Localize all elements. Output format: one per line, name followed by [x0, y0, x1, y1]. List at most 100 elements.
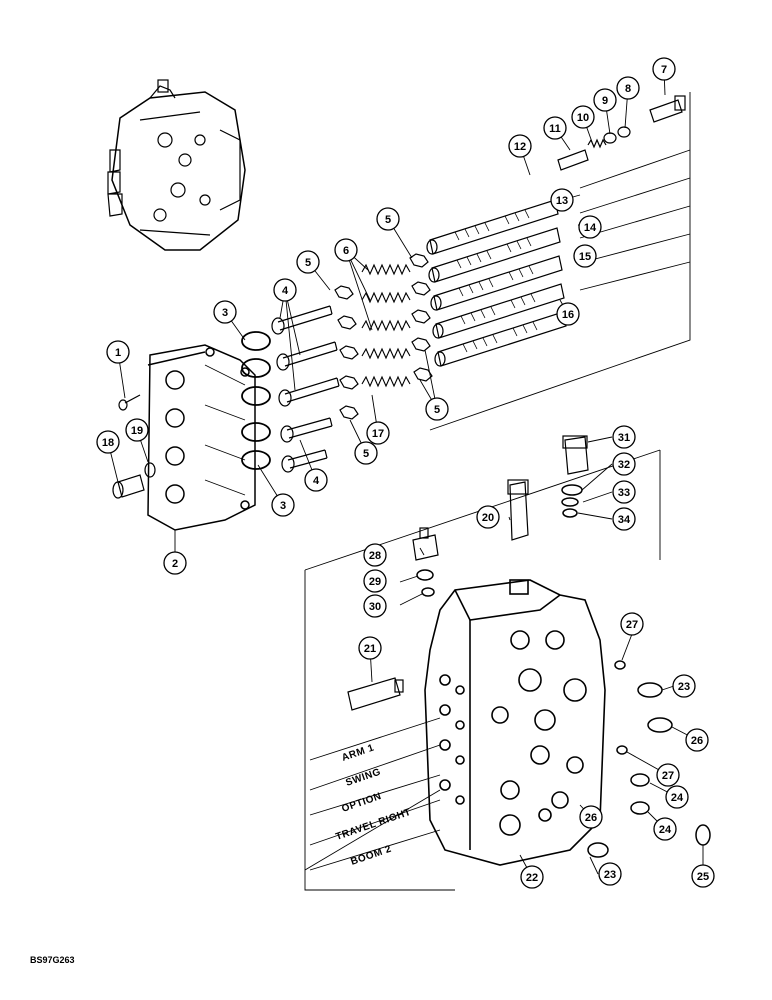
callout-29: 29 [363, 569, 387, 593]
callout-23: 23 [598, 862, 622, 886]
port-label-swing: SWING [344, 767, 382, 789]
callout-27: 27 [656, 763, 680, 787]
callout-22: 22 [520, 865, 544, 889]
svg-text:26: 26 [691, 735, 703, 747]
svg-text:17: 17 [372, 428, 384, 440]
callout-26: 26 [685, 728, 709, 752]
callout-15: 15 [573, 244, 597, 268]
callout-12: 12 [508, 134, 532, 158]
callout-17: 17 [366, 421, 390, 445]
svg-text:25: 25 [697, 871, 709, 883]
callout-25: 25 [691, 864, 715, 888]
port-label-boom-2: BOOM 2 [349, 844, 393, 868]
bolt-set [271, 305, 340, 473]
callout-14: 14 [578, 215, 602, 239]
svg-text:30: 30 [369, 601, 381, 613]
spool-set [426, 199, 567, 367]
callout-16: 16 [556, 302, 580, 326]
callout-24: 24 [653, 817, 677, 841]
callout-20: 20 [476, 505, 500, 529]
callout-leaders [107, 68, 704, 878]
callout-18: 18 [96, 430, 120, 454]
svg-text:29: 29 [369, 576, 381, 588]
svg-text:5: 5 [363, 448, 369, 460]
svg-text:14: 14 [584, 222, 597, 234]
callout-7: 7 [652, 57, 676, 81]
svg-text:27: 27 [662, 770, 674, 782]
svg-text:23: 23 [604, 869, 616, 881]
svg-text:4: 4 [313, 475, 320, 487]
port-labels: ARM 1 SWING OPTION TRAVEL RIGHT BOOM 2 [334, 742, 412, 867]
svg-text:8: 8 [625, 83, 631, 95]
callout-8: 8 [616, 76, 640, 100]
callout-23: 23 [672, 674, 696, 698]
callout-bubbles: 1 2 3 3 4 4 5 5 5 5 6 7 8 9 10 11 12 13 … [96, 57, 715, 889]
callout-33: 33 [612, 480, 636, 504]
callout-9: 9 [593, 88, 617, 112]
callout-3: 3 [271, 493, 295, 517]
callout-13: 13 [550, 188, 574, 212]
callout-5: 5 [296, 250, 320, 274]
valve-body [424, 579, 606, 866]
port-label-arm-1: ARM 1 [340, 742, 375, 763]
svg-text:21: 21 [364, 643, 376, 655]
svg-text:9: 9 [602, 95, 608, 107]
callout-4: 4 [304, 468, 328, 492]
spring-set [361, 263, 411, 388]
callout-3: 3 [213, 300, 237, 324]
svg-text:20: 20 [482, 512, 494, 524]
callout-30: 30 [363, 594, 387, 618]
callout-5: 5 [425, 397, 449, 421]
callout-26: 26 [579, 805, 603, 829]
callout-5: 5 [354, 441, 378, 465]
svg-text:18: 18 [102, 437, 114, 449]
callout-34: 34 [612, 507, 636, 531]
relief-cartridges [347, 435, 589, 711]
small-o-rings [416, 484, 711, 858]
svg-text:5: 5 [434, 404, 440, 416]
svg-text:27: 27 [626, 619, 638, 631]
svg-text:2: 2 [172, 558, 178, 570]
callout-21: 21 [358, 636, 382, 660]
figure-reference-code: BS97G263 [30, 955, 75, 965]
svg-text:32: 32 [618, 459, 630, 471]
svg-text:19: 19 [131, 425, 143, 437]
port-leader-lines [309, 717, 441, 871]
callout-6: 6 [334, 238, 358, 262]
svg-text:1: 1 [115, 347, 121, 359]
callout-28: 28 [363, 543, 387, 567]
svg-text:3: 3 [280, 500, 286, 512]
spring-seat-right [409, 253, 433, 382]
callout-19: 19 [125, 418, 149, 442]
svg-text:7: 7 [661, 64, 667, 76]
callout-5: 5 [376, 207, 400, 231]
o-ring-stack [241, 331, 271, 470]
spring-seat-left [334, 285, 359, 420]
svg-text:24: 24 [671, 792, 684, 804]
svg-text:24: 24 [659, 824, 672, 836]
svg-text:26: 26 [585, 812, 597, 824]
svg-text:22: 22 [526, 872, 538, 884]
svg-text:5: 5 [385, 214, 391, 226]
svg-text:15: 15 [579, 251, 591, 263]
svg-text:34: 34 [618, 514, 631, 526]
callout-24: 24 [665, 785, 689, 809]
svg-text:3: 3 [222, 307, 228, 319]
svg-text:5: 5 [305, 257, 311, 269]
svg-text:23: 23 [678, 681, 690, 693]
callout-27: 27 [620, 612, 644, 636]
assembly-thumbnail [107, 79, 246, 251]
callout-32: 32 [612, 452, 636, 476]
svg-text:31: 31 [618, 432, 630, 444]
svg-text:11: 11 [549, 123, 561, 135]
svg-text:13: 13 [556, 195, 568, 207]
svg-text:6: 6 [343, 245, 349, 257]
port-label-option: OPTION [340, 791, 383, 815]
callout-1: 1 [106, 340, 130, 364]
callout-11: 11 [543, 116, 567, 140]
callout-2: 2 [163, 551, 187, 575]
end-cover [147, 344, 256, 531]
svg-text:33: 33 [618, 487, 630, 499]
svg-text:12: 12 [514, 141, 526, 153]
